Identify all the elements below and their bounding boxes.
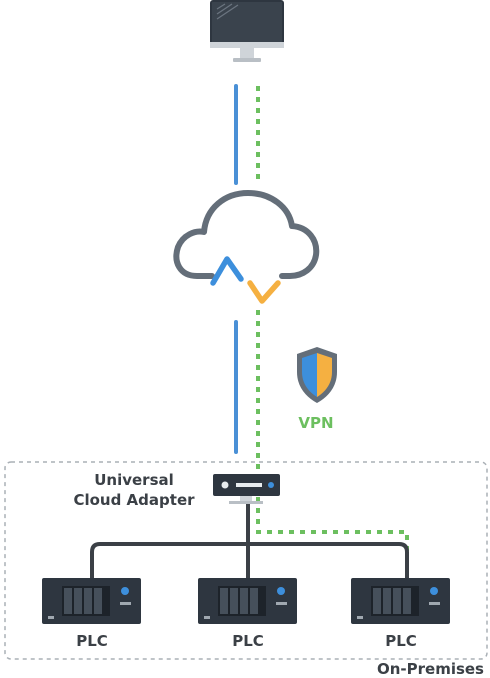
shield-icon: [297, 347, 337, 403]
vpn-tunnel-path: [256, 310, 409, 578]
plc-device-icon: [42, 578, 141, 624]
on-premises-zone: [4, 461, 488, 660]
adapter-device-icon: [213, 474, 280, 504]
plc-label-2: PLC: [232, 632, 264, 650]
monitor-icon: [210, 0, 284, 62]
cloud-icon: [173, 190, 320, 304]
plc-label-1: PLC: [76, 632, 108, 650]
adapter-label-line2: Cloud Adapter: [73, 491, 195, 509]
plc-device-icon: [351, 578, 450, 624]
on-premises-label: On-Premises: [377, 660, 484, 678]
adapter-label-line1: Universal: [94, 471, 174, 489]
plc-device-icon: [198, 578, 297, 624]
vpn-label: VPN: [298, 414, 333, 432]
plc-bus: [90, 504, 409, 578]
plc-label-3: PLC: [385, 632, 417, 650]
